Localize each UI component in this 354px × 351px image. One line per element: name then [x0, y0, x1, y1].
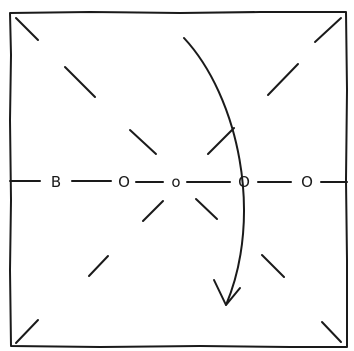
crease-dash-ll-1	[142, 200, 164, 222]
crease-corner-bottom-left	[15, 319, 39, 344]
crease-dash-ur-2	[207, 127, 235, 155]
crease-dash-ur-1	[267, 63, 299, 96]
midline-label-5: O	[301, 173, 313, 191]
midline-label-3: o	[171, 173, 180, 191]
crease-dash-ul-2	[129, 129, 157, 155]
sheet-outline	[9, 11, 348, 348]
crease-corner-top-right	[314, 17, 342, 43]
crease-dash-lr-1	[195, 198, 218, 220]
midline-label-4: O	[238, 173, 250, 191]
crease-dash-ul-1	[64, 66, 96, 98]
crease-corner-bottom-right	[321, 321, 342, 343]
midline-label-1: B	[51, 173, 61, 191]
crease-dash-lr-2	[261, 254, 285, 278]
fold-arrow-curve	[183, 37, 245, 306]
crease-dash-ll-2	[88, 255, 109, 277]
midline-label-2: O	[118, 173, 130, 191]
fold-arrow-head-icon	[213, 279, 241, 306]
crease-corner-top-left	[15, 17, 39, 41]
